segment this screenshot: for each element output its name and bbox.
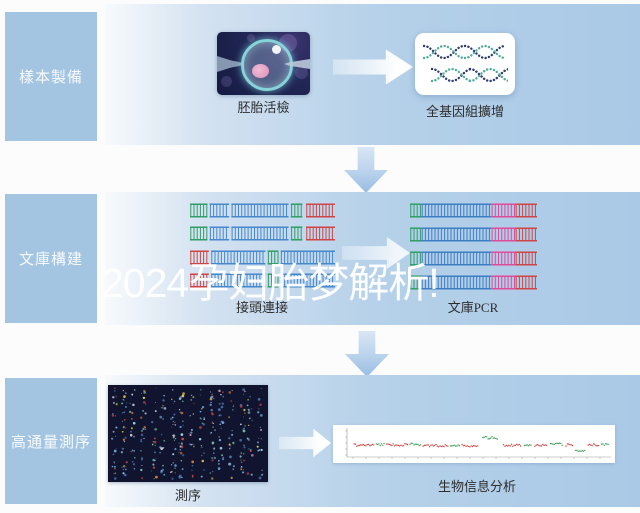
row-library-construction: 文庫構建 接頭連接 文庫PCR [0,192,640,325]
bokeh-circle [247,34,255,42]
dna-fragment-ladder [410,251,537,266]
dna-fragment-ladder [410,227,537,242]
cnv-analysis-plot [333,425,615,463]
dna-fragment-ladder [190,250,335,265]
bokeh-circle [221,76,232,87]
arrow-down-icon [344,147,388,193]
dna-helix-icon [422,44,508,83]
caption-adapter-ligation: 接頭連接 [235,300,288,315]
inner-cell-mass [252,64,269,78]
row3-stage-label: 高通量測序 [5,378,97,504]
caption-wga: 全基因組擴增 [425,104,504,119]
whole-genome-amplification-image [415,33,515,95]
biopsy-needle-icon [284,59,310,69]
caption-embryo-biopsy: 胚胎活檢 [237,100,290,115]
sequencing-flowcell-image [108,385,268,482]
watermark-text: 2024孕妇胎梦解析! [101,260,440,306]
embryo-biopsy-image [217,32,310,95]
caption-library-pcr: 文庫PCR [447,300,499,315]
dna-fragment-ladder [410,275,537,290]
row2-stage-label: 文庫構建 [5,194,97,323]
embryo-cell [241,39,293,91]
row1-stage-label: 樣本製備 [5,12,97,141]
caption-bioinformatics: 生物信息分析 [437,479,516,494]
dna-fragment-ladder [190,226,335,241]
holding-pipette-icon [217,56,243,72]
row-sample-preparation: 樣本製備 胚胎活檢 [0,4,640,145]
row-high-throughput-sequencing: 高通量測序 測序 生物信息分析 [0,375,640,507]
arrow-down-icon [345,331,389,377]
dna-fragment-ladder [410,203,537,218]
polar-body [272,45,281,54]
dna-fragment-ladder [190,203,335,218]
dna-fragment-ladder [190,273,335,288]
bokeh-circle [295,66,308,79]
caption-sequencing: 測序 [174,488,201,503]
